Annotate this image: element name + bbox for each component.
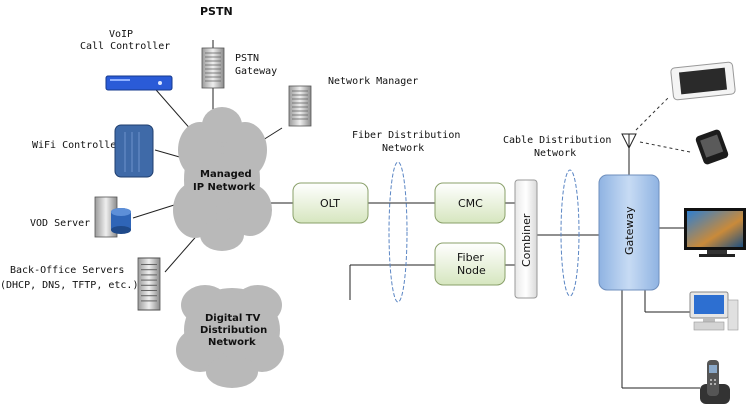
olt-box: OLT [292,182,369,224]
combiner-box: Combiner [514,179,538,299]
wireless-links [635,97,691,153]
voip-label-2: Call Controller [80,41,170,52]
pstn-gateway-label-2: Gateway [235,66,277,77]
managed-ip-label-2: IP Network [193,182,256,193]
fiber-node-box: Fiber Node [434,242,506,286]
desktop-icon [689,291,739,331]
fiber-distribution-ellipse [388,161,408,303]
phone-icon [695,129,729,165]
fiber-distribution-label-2: Network [382,143,424,154]
cmc-label: CMC [458,197,483,210]
digital-tv-label-1: Digital TV [205,313,261,324]
fiber-node-label-2: Node [457,264,486,277]
cmc-box: CMC [434,182,506,224]
server-icon [201,47,225,89]
voip-label-1: VoIP [109,29,133,40]
vod-server-icon [94,196,131,238]
backoffice-label-2: (DHCP, DNS, TFTP, etc.) [0,280,138,291]
fiber-distribution-label-1: Fiber Distribution [352,130,460,141]
tv-icon [684,208,746,257]
managed-ip-network-cloud [173,107,272,251]
voip-device-icon [105,75,173,91]
digital-tv-label-2: Distribution [200,325,267,336]
cordless-phone-icon [700,360,730,404]
network-manager-label: Network Manager [328,76,418,87]
gateway-label: Gateway [623,206,636,255]
cable-distribution-label-1: Cable Distribution [503,135,611,146]
pstn-gateway-label-1: PSTN [235,53,259,64]
connection-lines [132,40,700,389]
cable-distribution-ellipse [560,169,580,297]
gateway-box: Gateway [598,174,660,291]
server-icon [137,257,161,311]
managed-ip-label-1: Managed [200,169,252,180]
olt-label: OLT [320,197,340,210]
antenna-icon [621,133,637,150]
fiber-node-label-1: Fiber [457,251,484,264]
tablet-icon [670,61,736,101]
combiner-label: Combiner [520,213,533,267]
cable-distribution-label-2: Network [534,148,576,159]
digital-tv-cloud [176,285,284,388]
vod-server-label: VOD Server [30,218,90,229]
digital-tv-label-3: Network [208,337,256,348]
pstn-label: PSTN [200,5,233,18]
server-icon [288,85,312,127]
wifi-controller-label: WiFi Controller [32,140,122,151]
backoffice-label-1: Back-Office Servers [10,265,124,276]
wifi-controller-icon [114,124,154,178]
